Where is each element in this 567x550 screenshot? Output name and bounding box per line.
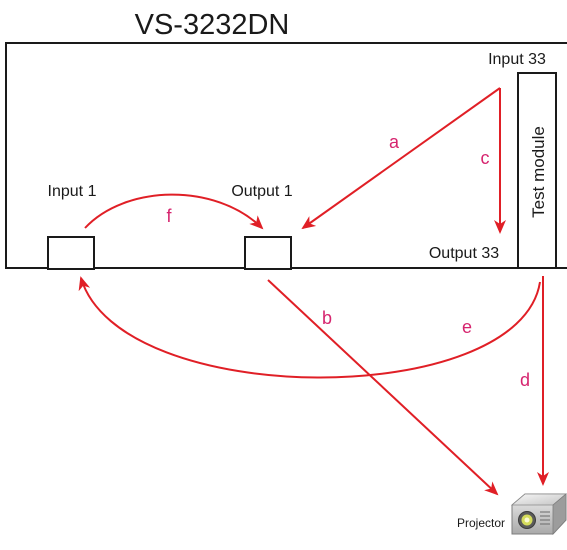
input-33-label: Input 33: [488, 51, 546, 68]
path-b-arrow: [267, 279, 499, 496]
path-a-arrow: [301, 87, 501, 230]
path-c-label: c: [481, 148, 490, 168]
path-e-label: e: [462, 317, 472, 337]
input-1-label: Input 1: [48, 183, 97, 200]
output-1-port: [244, 236, 292, 270]
test-module-label: Test module: [529, 126, 548, 218]
output-1-label: Output 1: [231, 183, 292, 200]
path-f-arrow: [84, 193, 264, 230]
projector-icon: [510, 493, 567, 536]
projector-label: Projector: [457, 516, 505, 530]
path-f-label: f: [166, 206, 172, 226]
device-title: VS-3232DN: [135, 9, 290, 41]
path-d-label: d: [520, 370, 530, 390]
path-e-arrow: [78, 276, 541, 379]
input-1-port: [47, 236, 95, 270]
path-a-label: a: [389, 132, 400, 152]
output-33-label: Output 33: [429, 245, 499, 262]
path-b-label: b: [322, 308, 332, 328]
test-module-box: [517, 72, 557, 269]
